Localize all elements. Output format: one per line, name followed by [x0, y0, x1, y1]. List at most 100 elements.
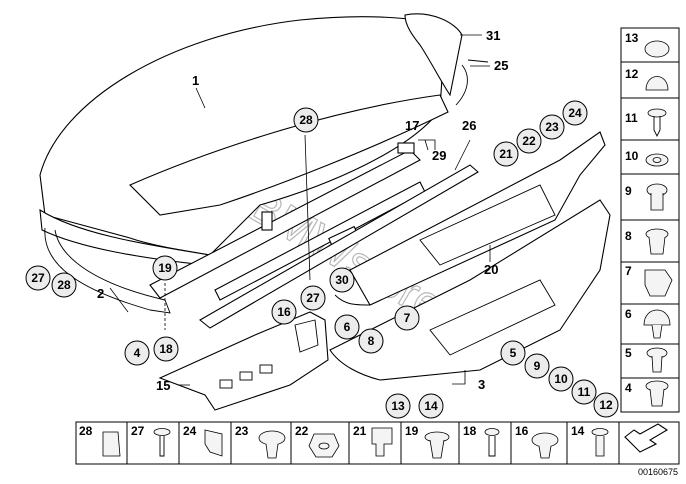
svg-text:6: 6	[344, 320, 351, 334]
bubble-8: 8	[358, 328, 384, 354]
navigation-arrow-icon	[624, 423, 669, 453]
svg-text:4: 4	[625, 381, 632, 395]
bottom-cell-16: 16	[510, 421, 568, 465]
svg-text:21: 21	[353, 424, 367, 438]
license-trim	[199, 164, 479, 329]
svg-text:23: 23	[235, 424, 249, 438]
bubble-22: 22	[516, 128, 542, 154]
svg-text:30: 30	[335, 273, 349, 287]
callout-29: 29	[432, 148, 446, 163]
callout-2: 2	[97, 286, 104, 301]
bubble-21: 21	[493, 141, 519, 167]
svg-text:12: 12	[625, 67, 639, 81]
svg-text:5: 5	[625, 346, 632, 360]
bubble-12: 12	[593, 392, 619, 418]
side-cell-11: 11	[620, 97, 680, 141]
bottom-parts-row: 28 27 24 23 22 21	[75, 421, 680, 465]
svg-text:18: 18	[463, 424, 477, 438]
trunk-lid	[39, 16, 449, 266]
callout-26: 26	[462, 118, 476, 133]
svg-text:13: 13	[625, 31, 639, 45]
bubble-13: 13	[385, 393, 411, 419]
svg-text:12: 12	[599, 398, 613, 412]
side-cell-8: 8	[620, 219, 680, 263]
svg-text:18: 18	[159, 342, 173, 356]
svg-text:19: 19	[405, 424, 419, 438]
svg-text:19: 19	[158, 261, 172, 275]
bubble-14: 14	[418, 393, 444, 419]
rear-bumper	[329, 199, 611, 381]
svg-text:9: 9	[625, 184, 632, 198]
bottom-cell-23: 23	[230, 421, 292, 465]
svg-text:24: 24	[183, 424, 197, 438]
svg-text:28: 28	[79, 424, 93, 438]
bottom-cell-18: 18	[458, 421, 512, 465]
bubble-16: 16	[271, 299, 297, 325]
svg-text:24: 24	[568, 106, 582, 120]
svg-text:16: 16	[515, 424, 529, 438]
bubble-28-left: 28	[51, 272, 77, 298]
bubble-5: 5	[500, 340, 526, 366]
bracket	[158, 311, 329, 411]
side-cell-9: 9	[620, 173, 680, 221]
svg-text:5: 5	[510, 346, 517, 360]
side-cell-5: 5	[620, 343, 680, 379]
bubble-27-left: 27	[25, 265, 51, 291]
bubble-24: 24	[562, 100, 588, 126]
svg-text:22: 22	[295, 424, 309, 438]
bottom-cell-14: 14	[566, 421, 620, 465]
plate-panel	[349, 131, 606, 306]
bubble-11: 11	[571, 379, 597, 405]
bubble-4: 4	[124, 340, 150, 366]
svg-text:22: 22	[522, 134, 536, 148]
seal-strip	[455, 59, 489, 106]
svg-text:4: 4	[134, 346, 141, 360]
bottom-cell-21: 21	[348, 421, 402, 465]
rear-spoiler	[404, 13, 463, 97]
arrow-cell	[618, 421, 680, 465]
trunk-seal	[44, 227, 171, 314]
bubble-7: 7	[394, 305, 420, 331]
svg-text:11: 11	[625, 111, 638, 125]
bottom-cell-28: 28	[75, 421, 128, 465]
svg-text:23: 23	[545, 120, 559, 134]
svg-text:13: 13	[391, 399, 405, 413]
side-cell-4: 4	[620, 377, 680, 413]
callout-20: 20	[484, 262, 498, 277]
svg-text:7: 7	[625, 264, 632, 278]
svg-text:9: 9	[534, 359, 541, 373]
reference-number: 00160675	[638, 467, 678, 477]
bottom-cell-22: 22	[290, 421, 350, 465]
bubble-10: 10	[548, 366, 574, 392]
bubble-19: 19	[152, 255, 178, 281]
side-cell-10: 10	[620, 139, 680, 175]
side-cell-12: 12	[620, 61, 680, 99]
callout-labels: 1 31 25 17 29 26 20 2 3 15	[97, 28, 508, 393]
bottom-cell-27: 27	[126, 421, 180, 465]
callout-15: 15	[156, 378, 170, 393]
svg-text:8: 8	[625, 229, 632, 243]
svg-text:27: 27	[131, 424, 145, 438]
bubble-18: 18	[153, 336, 179, 362]
svg-text:14: 14	[424, 399, 438, 413]
callout-25: 25	[494, 58, 508, 73]
bubble-9: 9	[524, 353, 550, 379]
side-cell-13: 13	[620, 27, 680, 63]
callout-3: 3	[478, 377, 485, 392]
svg-text:28: 28	[57, 278, 71, 292]
svg-text:10: 10	[554, 372, 568, 386]
svg-text:28: 28	[299, 113, 313, 127]
svg-text:10: 10	[625, 149, 639, 163]
leader-lines	[109, 34, 491, 386]
svg-text:11: 11	[578, 385, 591, 399]
bubble-27-mid: 27	[300, 285, 326, 311]
bubble-30: 30	[329, 267, 355, 293]
bubble-6: 6	[334, 314, 360, 340]
bottom-cell-19: 19	[400, 421, 460, 465]
side-parts-panel: 13 12 11 10 9 8	[620, 27, 680, 413]
bubble-callouts: 28 21 22 23 24 27 28 19 30 16 27 6 8 7 4…	[25, 100, 619, 419]
callout-17: 17	[405, 118, 419, 133]
svg-text:27: 27	[31, 271, 45, 285]
side-cell-6: 6	[620, 303, 680, 345]
